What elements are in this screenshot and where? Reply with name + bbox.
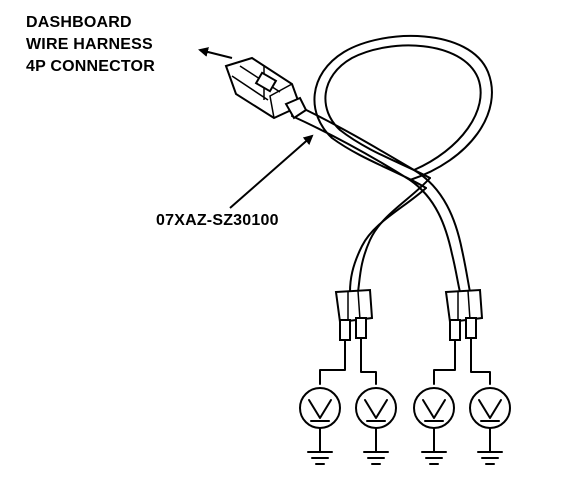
callout-line-dashboard: DASHBOARD bbox=[26, 14, 132, 31]
dashboard-4p-connector bbox=[224, 56, 308, 120]
ground-icon bbox=[363, 427, 389, 465]
callout-line-wire-harness: WIRE HARNESS bbox=[26, 36, 153, 53]
ground-icon bbox=[307, 427, 333, 465]
part-number-label: 07XAZ-SZ30100 bbox=[156, 212, 279, 229]
ground-icon bbox=[477, 427, 503, 465]
left-test-plug bbox=[334, 288, 374, 359]
ground-icon bbox=[421, 427, 447, 465]
part-number-arrow bbox=[229, 134, 314, 209]
right-test-plug bbox=[444, 288, 484, 359]
callout-line-4p-connector: 4P CONNECTOR bbox=[26, 58, 155, 75]
voltmeter-4 bbox=[469, 387, 511, 429]
voltmeter-3 bbox=[413, 387, 455, 429]
voltmeter-2 bbox=[355, 387, 397, 429]
callout-arrow bbox=[198, 47, 233, 59]
harness-cable bbox=[291, 34, 493, 293]
meter-leads bbox=[319, 355, 491, 385]
voltmeter-1 bbox=[299, 387, 341, 429]
